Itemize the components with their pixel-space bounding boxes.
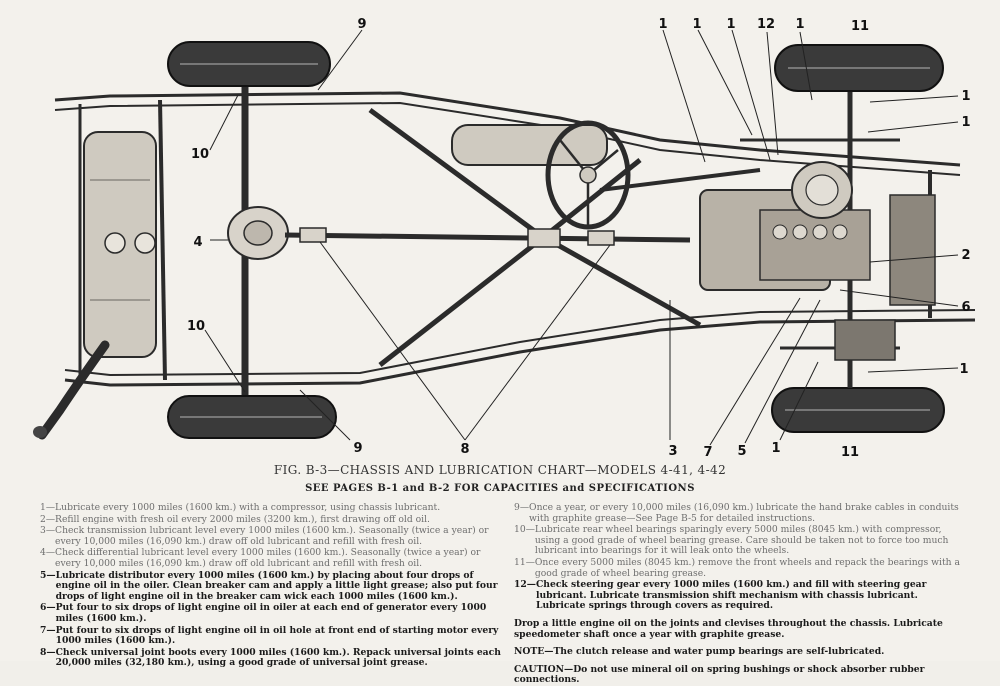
callout-5: 5 [737,444,746,459]
callout-1-right-3: 1 [959,362,968,377]
engine [699,161,936,361]
drive-shaft [284,227,691,248]
drop-oil-paragraph: Drop a little engine oil on the joints a… [514,617,943,640]
callout-labels: 9 10 4 10 9 8 3 7 5 1 11 1 1 1 12 1 11 1… [187,17,971,460]
callout-10-bottom: 10 [187,319,205,334]
callout-9-top: 9 [357,17,366,32]
callout-11-bottom: 11 [841,445,859,460]
note-item: 12—Check steering gear every 1000 miles … [514,579,927,612]
callout-1-top-1: 1 [658,17,667,32]
callout-4: 4 [193,235,202,250]
callout-3: 3 [668,444,677,459]
note-item: 8—Check universal joint boots every 1000… [40,646,501,669]
callout-12: 12 [757,17,775,32]
note-item: 5—Lubricate distributor every 1000 miles… [40,569,498,602]
rear-cross-1 [158,99,167,381]
note-item: 4—Check differential lubricant level eve… [40,547,481,569]
lubrication-notes-left: 1—Lubricate every 1000 miles (1600 km.) … [40,502,502,670]
fuel-tank [83,131,157,358]
figure-title: FIG. B-3—CHASSIS AND LUBRICATION CHART—M… [273,463,727,477]
frame-rail-top [54,91,961,167]
caution-paragraph: CAUTION—Do not use mineral oil on spring… [514,663,925,686]
note-item: 9—Once a year, or every 10,000 miles (16… [514,502,959,524]
front-wheel-top [774,44,944,92]
manual-page: 9 10 4 10 9 8 3 7 5 1 11 1 1 1 12 1 11 1… [33,17,976,686]
note-item: 2—Refill engine with fresh oil every 200… [40,513,430,525]
callout-1-top-2: 1 [692,17,701,32]
callout-1-top-3: 1 [726,17,735,32]
note-item: 11—Once every 5000 miles (8045 km.) remo… [514,556,960,579]
callout-8: 8 [460,442,469,457]
callout-2: 2 [961,248,970,263]
callout-11-top: 11 [851,19,869,34]
callout-6: 6 [961,300,970,315]
note-item: 1—Lubricate every 1000 miles (1600 km.) … [40,502,441,513]
callout-1-right-1: 1 [961,89,970,104]
callout-leaders [204,29,959,446]
frame-rail-bottom [64,318,976,387]
rear-wheel-top [167,41,331,87]
rear-wheel-bottom [167,395,337,439]
frame-rail-bottom-inner [64,309,976,377]
callout-1-bottom-left: 1 [771,441,780,456]
callout-9-bottom: 9 [353,441,362,456]
callout-10-top: 10 [191,147,209,162]
note-item: 10—Lubricate rear wheel bearings sparing… [514,524,949,557]
chassis-diagram: 9 10 4 10 9 8 3 7 5 1 11 1 1 1 12 1 11 1… [33,17,976,460]
rear-axle [227,85,289,400]
note-paragraph: NOTE—The clutch release and water pump b… [514,646,885,658]
note-item: 6—Put four to six drops of light engine … [40,602,487,624]
muffler [451,124,608,166]
steering-wheel [545,120,761,230]
figure-subtitle: SEE PAGES B-1 and B-2 FOR CAPACITIES and… [305,483,695,494]
callout-1-top-4: 1 [795,17,804,32]
front-wheel-bottom [771,387,945,433]
exhaust-pipe [37,340,110,440]
note-item: 3—Check transmission lubricant level eve… [40,525,489,547]
callout-7: 7 [703,445,712,460]
callout-1-right-2: 1 [961,115,970,130]
note-item: 7—Put four to six drops of light engine … [40,624,499,647]
lubrication-notes-right: 9—Once a year, or every 10,000 miles (16… [514,502,966,686]
